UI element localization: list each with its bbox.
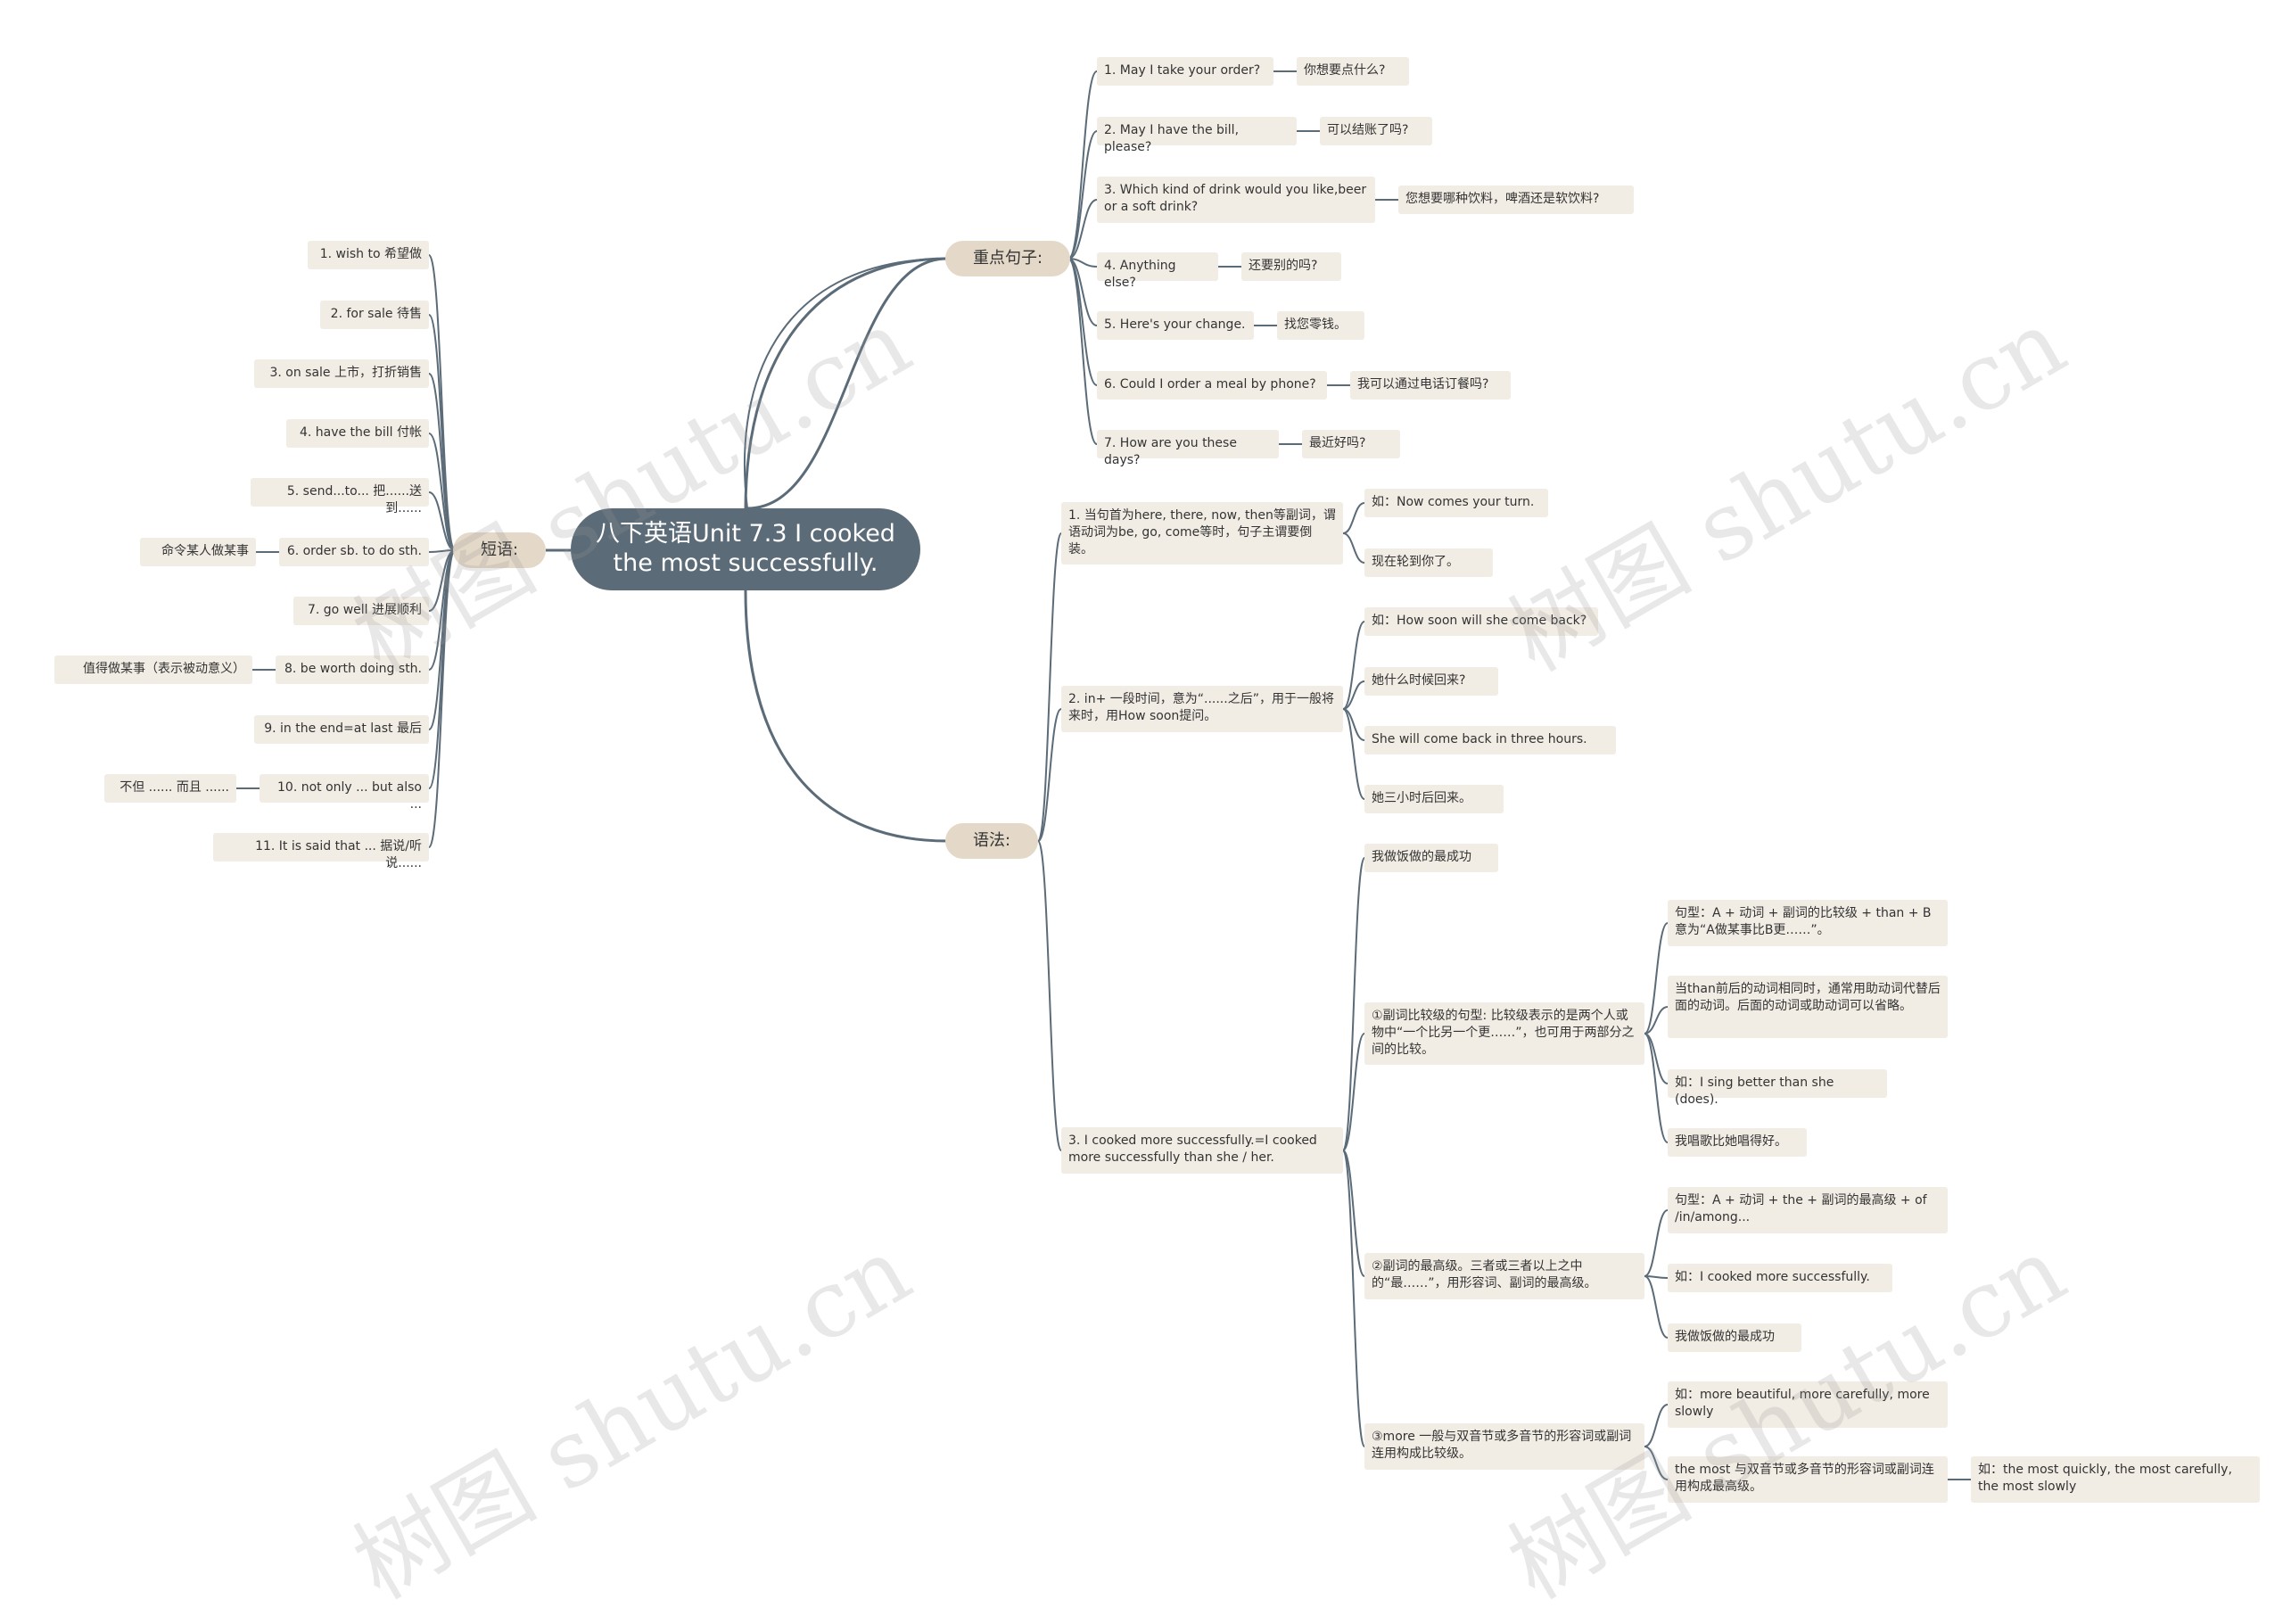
connector-line (746, 257, 948, 510)
translation-item[interactable]: 您想要哪种饮料，啤酒还是软饮料? (1398, 185, 1634, 214)
grammar-point-3[interactable]: 3. I cooked more successfully.=I cooked … (1061, 1127, 1343, 1174)
phrase-item[interactable]: 3. on sale 上市，打折销售 (254, 359, 429, 388)
connector-line (1067, 70, 1098, 260)
grammar-detail[interactable]: 如：I sing better than she (does). (1668, 1069, 1887, 1107)
connector-line (744, 589, 948, 843)
connector-line (1067, 258, 1098, 445)
connector-line (1342, 857, 1365, 1151)
translation-item[interactable]: 还要别的吗? (1241, 252, 1341, 281)
branch-phrases[interactable]: 短语: (453, 532, 546, 568)
sentence-item[interactable]: 6. Could I order a meal by phone? (1097, 371, 1327, 400)
sentence-item[interactable]: 1. May I take your order? (1097, 57, 1273, 86)
grammar-example[interactable]: 她三小时后回来。 (1364, 785, 1504, 813)
phrase-item[interactable]: 2. for sale 待售 (320, 301, 429, 329)
grammar-detail[interactable]: 当than前后的动词相同时，通常用助动词代替后面的动词。后面的动词或助动词可以省… (1668, 976, 1948, 1038)
branch-grammar[interactable]: 语法: (945, 823, 1038, 859)
grammar-detail[interactable]: the most 与双音节或多音节的形容词或副词连用构成最高级。 (1668, 1456, 1948, 1503)
phrase-item[interactable]: 5. send...to... 把......送到...... (251, 478, 429, 515)
connector-line (1644, 1033, 1669, 1084)
grammar-detail[interactable]: 句型：A + 动词 + 副词的比较级 + than + B 意为“A做某事比B更… (1668, 900, 1948, 946)
connector-line (1644, 1209, 1669, 1277)
connector-line (428, 491, 456, 551)
connector-line (1037, 532, 1062, 842)
grammar-subpoint[interactable]: ③more 一般与双音节或多音节的形容词或副词连用构成比较级。 (1364, 1423, 1644, 1470)
connector-line (428, 549, 456, 612)
connector-line (1342, 680, 1365, 710)
connector-line (1644, 1404, 1669, 1447)
sentence-item[interactable]: 7. How are you these days? (1097, 430, 1279, 467)
sentence-item[interactable]: 3. Which kind of drink would you like,be… (1097, 177, 1375, 223)
connector-line (1342, 621, 1365, 710)
grammar-detail[interactable]: 我唱歌比她唱得好。 (1668, 1128, 1807, 1157)
connector-line (1067, 130, 1098, 260)
phrase-item[interactable]: 11. It is said that ... 据说/听说...... (213, 833, 429, 870)
grammar-detail[interactable]: 如：the most quickly, the most carefully, … (1971, 1456, 2260, 1503)
connector-line (1037, 840, 1062, 1151)
connector-line (428, 433, 456, 551)
connector-line (428, 549, 456, 848)
grammar-detail[interactable]: 如：more beautiful, more carefully, more s… (1668, 1381, 1948, 1428)
translation-item[interactable]: 可以结账了吗? (1320, 117, 1432, 145)
connector-line (428, 549, 456, 789)
grammar-point-1[interactable]: 1. 当句首为here, there, now, then等副词，谓语动词为be… (1061, 502, 1343, 565)
branch-key-sentences[interactable]: 重点句子: (945, 241, 1070, 276)
sentence-item[interactable]: 2. May I have the bill, please? (1097, 117, 1297, 154)
translation-item[interactable]: 你想要点什么? (1297, 57, 1409, 86)
connector-line (1342, 502, 1365, 534)
phrase-item[interactable]: 10. not only ... but also ... (260, 774, 429, 812)
connector-line (1644, 922, 1669, 1035)
connector-line (1342, 532, 1365, 564)
phrase-note[interactable]: 命令某人做某事 (140, 538, 256, 566)
connector-line (1037, 708, 1062, 842)
connector-line (428, 254, 456, 551)
sentence-item[interactable]: 5. Here's your change. (1097, 311, 1254, 340)
connector-line (1342, 708, 1365, 800)
connector-lines (236, 70, 1971, 1480)
phrase-item[interactable]: 6. order sb. to do sth. (279, 538, 429, 566)
grammar-subpoint[interactable]: ②副词的最高级。三者或三者以上之中的“最……”，用形容词、副词的最高级。 (1364, 1253, 1644, 1299)
mind-map-canvas: 八下英语Unit 7.3 I cooked the most successfu… (54, 57, 2260, 1620)
grammar-point-2[interactable]: 2. in+ 一段时间，意为“......之后”，用于一般将来时，用How so… (1061, 686, 1343, 732)
grammar-detail[interactable]: 如：I cooked more successfully. (1668, 1264, 1892, 1292)
connector-line (1067, 199, 1098, 260)
translation-item[interactable]: 最近好吗? (1302, 430, 1400, 458)
grammar-example[interactable]: 现在轮到你了。 (1364, 548, 1493, 577)
connector-line (744, 258, 948, 509)
grammar-example[interactable]: 如：Now comes your turn. (1364, 489, 1548, 517)
translation-item[interactable]: 我可以通过电话订餐吗? (1350, 371, 1511, 400)
connector-line (1342, 1150, 1365, 1447)
connector-line (1342, 1033, 1365, 1151)
grammar-detail[interactable]: 我做饭做的最成功 (1668, 1323, 1801, 1352)
phrase-item[interactable]: 1. wish to 希望做 (308, 241, 429, 269)
phrase-note[interactable]: 不但 ...... 而且 ...... (104, 774, 236, 803)
translation-item[interactable]: 找您零钱。 (1277, 311, 1364, 340)
connector-line (1644, 1006, 1669, 1035)
phrase-item[interactable]: 4. have the bill 付帐 (286, 419, 429, 448)
connector-line (1342, 1150, 1365, 1277)
phrase-item[interactable]: 9. in the end=at last 最后 (254, 715, 429, 744)
connector-line (1644, 1033, 1669, 1143)
phrase-item[interactable]: 7. go well 进展顺利 (293, 597, 429, 625)
phrase-item[interactable]: 8. be worth doing sth. (276, 655, 429, 684)
grammar-subpoint[interactable]: ①副词比较级的句型: 比较级表示的是两个人或物中“一个比另一个更……”，也可用于… (1364, 1002, 1644, 1065)
grammar-example[interactable]: 如：How soon will she come back? (1364, 607, 1598, 636)
grammar-detail[interactable]: 句型：A + 动词 + the + 副词的最高级 + of /in/among.… (1668, 1187, 1948, 1233)
connector-line (1644, 1275, 1669, 1339)
phrase-note[interactable]: 值得做某事（表示被动意义） (54, 655, 252, 684)
connector-line (744, 257, 948, 511)
connector-line (1644, 1446, 1669, 1480)
root-topic[interactable]: 八下英语Unit 7.3 I cooked the most successfu… (571, 508, 920, 590)
grammar-example[interactable]: 我做饭做的最成功 (1364, 844, 1498, 872)
grammar-example[interactable]: She will come back in three hours. (1364, 726, 1616, 754)
sentence-item[interactable]: 4. Anything else? (1097, 252, 1218, 290)
connector-line (428, 314, 456, 551)
grammar-example[interactable]: 她什么时候回来? (1364, 667, 1498, 696)
